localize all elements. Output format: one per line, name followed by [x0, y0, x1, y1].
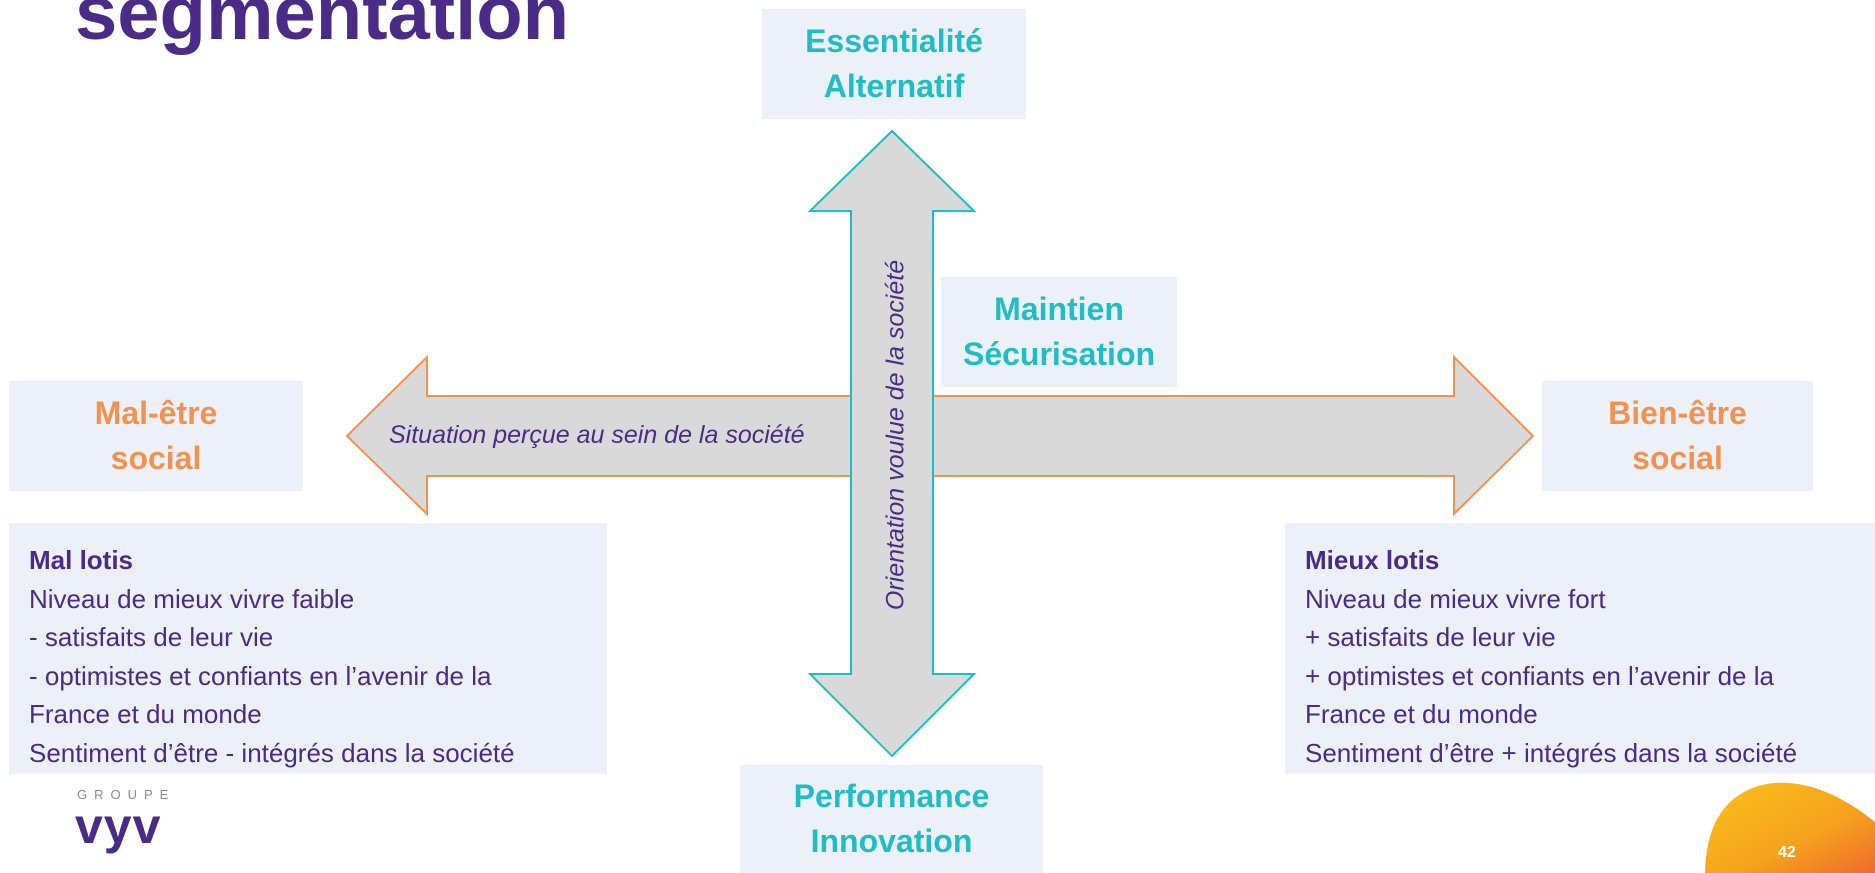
right-info-line: + satisfaits de leur vie: [1305, 622, 1556, 652]
horizontal-arrow: [345, 354, 1535, 517]
left-info-line: - satisfaits de leur vie: [29, 622, 274, 652]
left-box-line1: Mal-être: [94, 394, 218, 431]
vertical-arrow: [807, 129, 977, 758]
right-top-box-line2: Sécurisation: [962, 336, 1156, 372]
bottom-box-line1: Performance: [793, 777, 990, 814]
left-info-line: Niveau de mieux vivre faible: [29, 583, 355, 614]
right-box-line1: Bien-être: [1608, 394, 1747, 431]
top-box: Essentialité Alternatif: [762, 9, 1026, 119]
right-info-panel: Mieux lotis Niveau de mieux vivre fort +…: [1285, 523, 1875, 774]
right-info-heading: Mieux lotis: [1305, 545, 1440, 575]
left-info-line: - optimistes et confiants en l’avenir de…: [29, 660, 492, 691]
logo-groupe-text: GROUPE: [77, 787, 176, 802]
bottom-box-line2: Innovation: [810, 823, 973, 859]
groupe-vyv-logo: GROUPE vyv: [75, 787, 176, 854]
right-info-line: Sentiment d’être + intégrés dans la soci…: [1305, 737, 1798, 768]
left-info-panel: Mal lotis Niveau de mieux vivre faible -…: [9, 523, 607, 774]
top-box-line2: Alternatif: [823, 68, 965, 104]
right-info-line: + optimistes et confiants en l’avenir de…: [1305, 660, 1774, 691]
page-number: 42: [1778, 844, 1796, 861]
right-top-box-line1: Maintien: [994, 290, 1124, 327]
left-info-heading: Mal lotis: [29, 545, 134, 575]
logo-vyv-text: vyv: [75, 798, 162, 854]
right-box-line2: social: [1632, 440, 1723, 476]
left-info-line: Sentiment d’être - intégrés dans la soci…: [29, 737, 515, 768]
left-box: Mal-être social: [9, 381, 303, 491]
horizontal-axis-label: Situation perçue au sein de la société: [389, 421, 805, 449]
slide-title: segmentation: [75, 0, 570, 56]
bottom-box: Performance Innovation: [740, 765, 1043, 873]
right-top-box: Maintien Sécurisation: [941, 277, 1177, 387]
left-info-line: France et du monde: [29, 699, 262, 729]
right-box: Bien-être social: [1542, 381, 1813, 491]
right-info-line: Niveau de mieux vivre fort: [1305, 583, 1606, 614]
right-info-line: France et du monde: [1305, 699, 1538, 729]
left-box-line2: social: [110, 440, 202, 476]
top-box-line1: Essentialité: [805, 22, 983, 59]
